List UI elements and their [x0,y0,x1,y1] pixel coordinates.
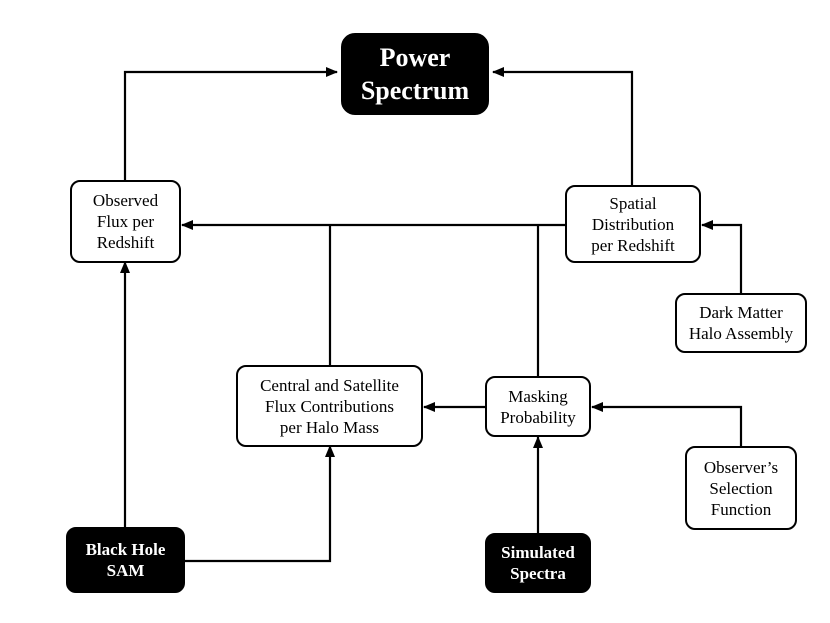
node-spatial-distribution: Spatial Distribution per Redshift [565,185,701,263]
edge-observed-flux-to-power-spectrum [123,67,338,181]
edge-spatial-distribution-to-power-spectrum [492,67,634,186]
node-central-satellite: Central and Satellite Flux Contributions… [236,365,423,447]
node-central-satellite-label: Central and Satellite Flux Contributions… [260,375,399,437]
node-power-spectrum: Power Spectrum [341,33,489,115]
node-black-hole-sam-label: Black Hole SAM [85,540,166,580]
node-simulated-spectra: Simulated Spectra [485,533,591,593]
edge-selection-function-to-masking [591,402,743,447]
node-masking-probability-label: Masking Probability [500,386,576,427]
node-dark-matter: Dark Matter Halo Assembly [675,293,807,353]
node-black-hole-sam: Black Hole SAM [66,527,185,593]
node-selection-function-label: Observer’s Selection Function [703,457,779,519]
node-observed-flux: Observed Flux per Redshift [70,180,181,263]
node-power-spectrum-label: Power Spectrum [360,43,470,105]
node-simulated-spectra-label: Simulated Spectra [501,543,575,583]
node-masking-probability: Masking Probability [485,376,591,437]
node-spatial-distribution-label: Spatial Distribution per Redshift [591,193,675,255]
edge-dark-matter-to-spatial-distribution [701,220,743,294]
node-dark-matter-label: Dark Matter Halo Assembly [688,303,794,343]
node-observed-flux-label: Observed Flux per Redshift [92,191,159,252]
edge-black-hole-to-central-satellite [185,445,335,563]
node-selection-function: Observer’s Selection Function [685,446,797,530]
